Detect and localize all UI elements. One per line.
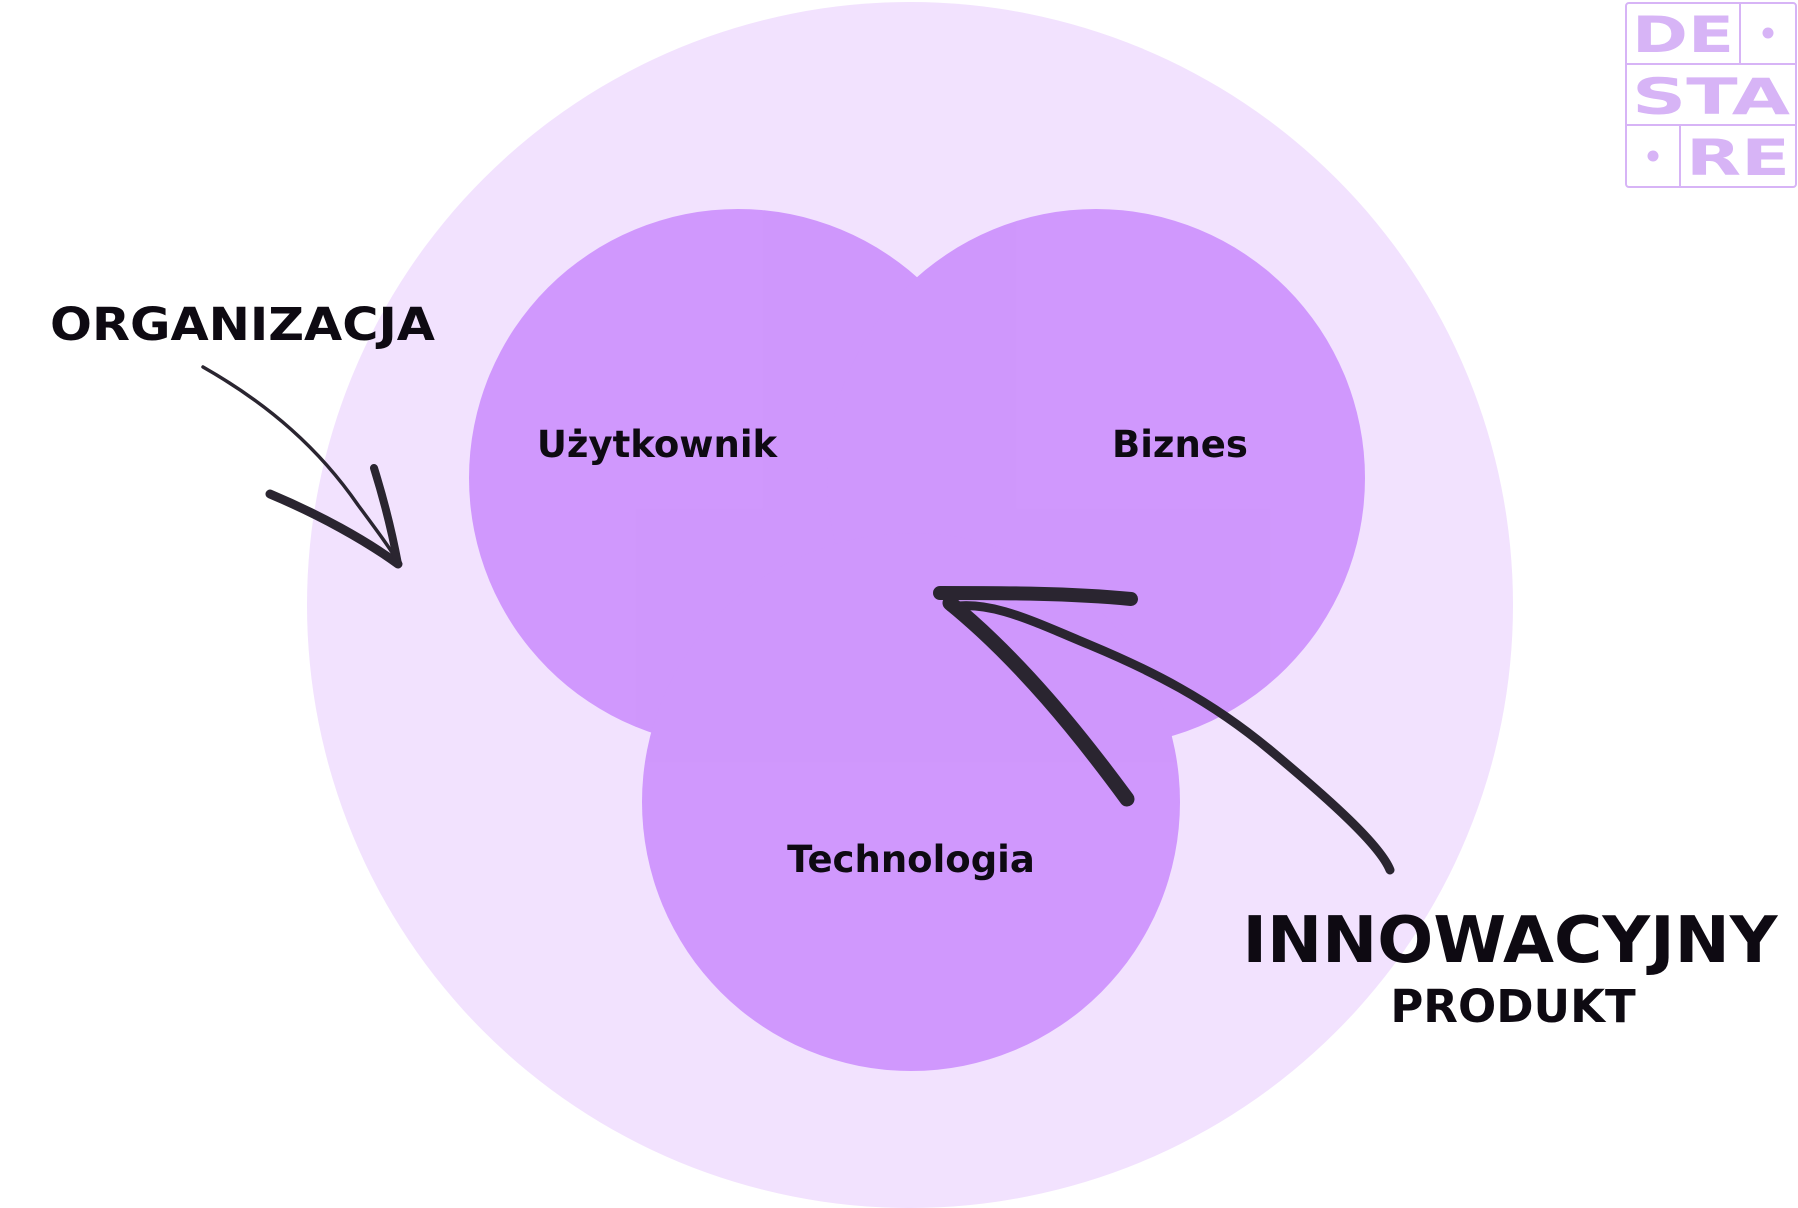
innovative-label: INNOWACYJNY: [1243, 904, 1779, 978]
business-label: Biznes: [1112, 423, 1248, 466]
organization-arrow: [201, 365, 403, 569]
innovation-arrow: [933, 586, 1395, 875]
technology-circle: [642, 533, 1180, 1071]
destare-logo: DE STA RE: [1625, 2, 1797, 188]
logo-text-de: DE: [1632, 6, 1734, 64]
product-label: PRODUKT: [1390, 980, 1636, 1033]
user-label: Użytkownik: [537, 423, 779, 466]
logo-dot-top: [1762, 27, 1774, 39]
logo-frame: [1625, 2, 1797, 188]
organization-label: ORGANIZACJA: [50, 298, 435, 351]
logo-text-sta: STA: [1632, 68, 1790, 126]
logo-text-re: RE: [1686, 129, 1790, 187]
logo-dot-bottom: [1647, 150, 1659, 162]
technology-label: Technologia: [787, 838, 1035, 881]
